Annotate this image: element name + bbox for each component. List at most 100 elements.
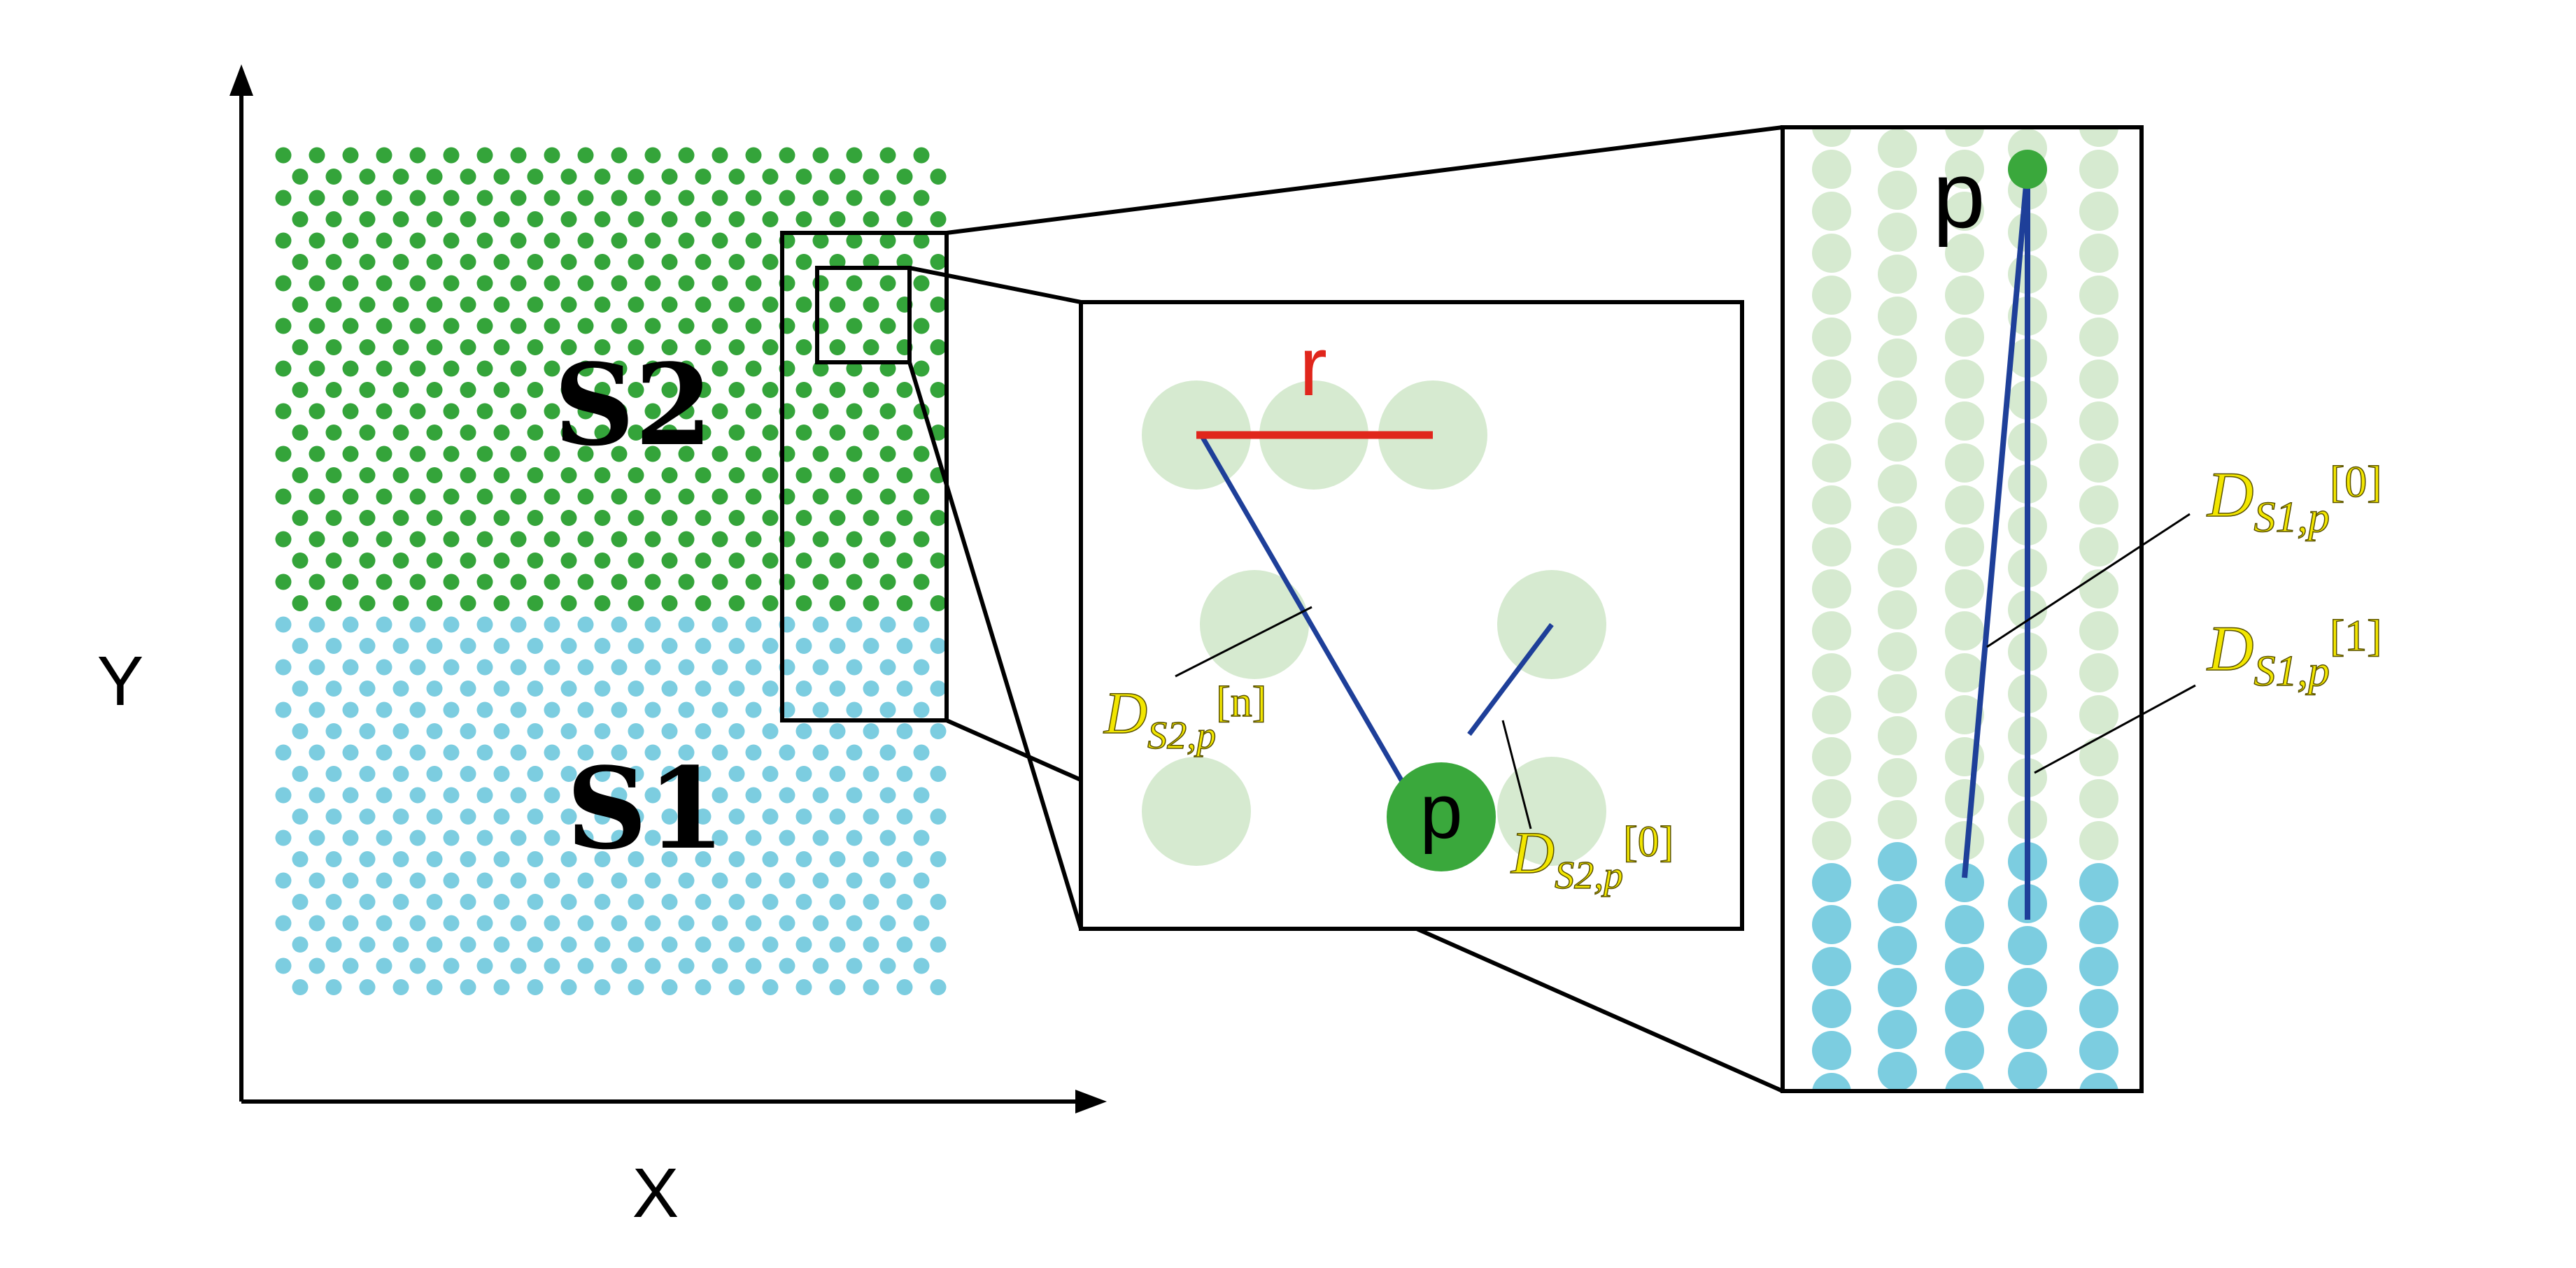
s1-particle [560,979,577,995]
s1-particle [325,766,342,782]
s1-particle [644,829,661,846]
s2-particle [544,190,560,206]
s2-particle [325,339,342,355]
s1-particle [476,616,493,633]
s1-particle [1878,926,1917,965]
s2-particle [309,190,325,206]
s1-particle [392,766,409,782]
s1-particle [392,894,409,910]
s2-particle [342,488,359,505]
s1-particle [392,979,409,995]
s2-particle [863,467,879,483]
s1-particle [409,957,426,974]
s2-particle [426,382,443,398]
s2-particle [2079,653,2118,692]
s1-particle [342,787,359,804]
s2-particle [1945,653,1984,692]
s2-particle [409,147,426,164]
s2-particle [728,425,745,441]
s2-particle [493,467,510,483]
s1-particle [896,894,913,910]
s1-particle [712,659,728,676]
s1-particle [695,766,712,782]
s1-particle [661,851,678,867]
s2-particle [493,382,510,398]
s2-particle [661,211,678,227]
s2-particle [292,510,309,526]
s2-particle [712,232,728,249]
s2-particle [292,553,309,569]
s1-particle [493,681,510,697]
s1-particle [611,872,628,889]
s2-particle [913,574,930,590]
s2-particle [342,190,359,206]
s1-particle [661,681,678,697]
s1-particle [443,957,460,974]
s2-particle [661,339,678,355]
s1-particle [812,616,829,633]
s1-particle [376,616,392,633]
s2-particle [325,553,342,569]
s2-particle [611,360,628,377]
s1-particle [443,744,460,761]
s2-particle [1812,443,1851,483]
s2-particle [309,147,325,164]
s2-particle [1812,569,1851,608]
distance-line-n [1198,434,1423,814]
s1-particle [325,808,342,825]
s1-particle [275,616,292,633]
s2-particle [309,232,325,249]
s2-particle [2079,527,2118,567]
s1-particle [745,829,762,846]
s2-particle [1945,569,1984,608]
s1-particle [1945,989,1984,1028]
s1-particle [812,957,829,974]
s2-particle [493,339,510,355]
s2-particle [1878,632,1917,671]
s2-particle [1945,276,1984,315]
s1-particle [795,979,812,995]
s2-particle [913,190,930,206]
s1-particle [426,681,443,697]
s2-particle [1812,695,1851,734]
neighbor-particle [1497,757,1606,866]
s2-particle [1878,464,1917,504]
s2-particle [409,318,426,334]
s2-particle [1945,443,1984,483]
s2-particle [1878,716,1917,755]
s2-particle [544,318,560,334]
s1-particle [577,957,594,974]
s2-particle [1812,401,1851,441]
s2-particle [527,382,544,398]
s2-particle [376,190,392,206]
s1-particle [896,808,913,825]
s2-particle [460,339,476,355]
s2-particle [611,190,628,206]
s1-particle [426,979,443,995]
s2-particle [443,147,460,164]
s2-particle [2079,779,2118,818]
s1-particle [745,787,762,804]
s2-particle [678,318,695,334]
s2-particle [376,446,392,462]
s1-particle [829,723,846,739]
s2-particle [560,467,577,483]
s1-particle [409,829,426,846]
s2-particle [392,169,409,185]
s2-particle [476,488,493,505]
s2-particle [275,403,292,420]
s1-particle [930,936,947,953]
s1-particle [644,744,661,761]
s1-particle [1945,1073,1984,1091]
s1-particle [829,979,846,995]
s2-particle [527,510,544,526]
s2-particle [342,318,359,334]
s1-particle [728,766,745,782]
s1-particle [2079,1073,2118,1091]
s1-particle [829,681,846,697]
s1-particle [1812,905,1851,944]
s1-distance-label-0: DS1,p[0] [2206,457,2382,541]
s1-particle [577,915,594,932]
s1-particle [795,638,812,654]
s2-particle [846,403,863,420]
